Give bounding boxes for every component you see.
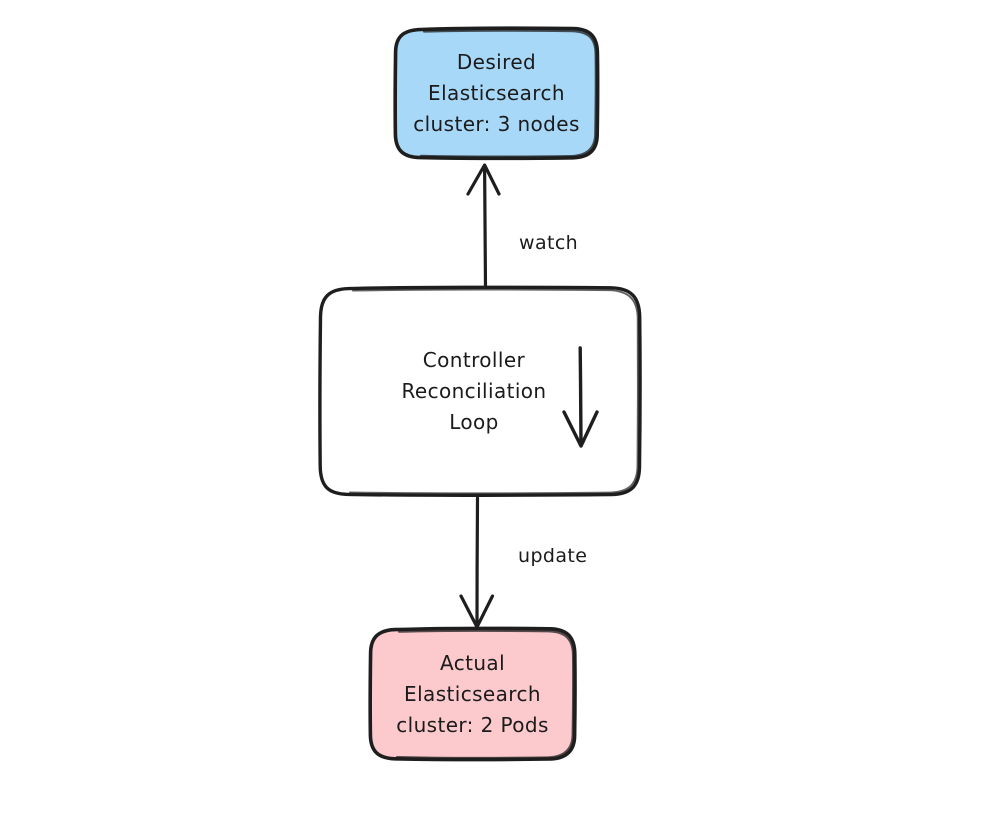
node-controller-loop-text-stack: Controller Reconciliation Loop (401, 345, 546, 438)
node-actual-state-line-1: Actual (439, 650, 506, 675)
edge-update-line (475, 496, 480, 627)
edge-update-arrowhead (459, 594, 495, 629)
edge-watch-label: watch (519, 232, 579, 254)
node-controller-loop-line-1: Controller (422, 347, 526, 372)
edge-watch-arrowhead (466, 163, 501, 196)
edge-update-arrow (459, 496, 495, 629)
edge-watch-arrow (466, 163, 501, 290)
node-controller-loop-line-3: Loop (449, 409, 499, 434)
node-actual-state-label: Actual Elasticsearch cluster: 2 Pods (370, 628, 575, 760)
edge-watch-line (483, 165, 488, 290)
node-desired-state-line-1: Desired (456, 49, 537, 74)
node-controller-loop-line-2: Reconciliation (401, 378, 547, 403)
node-actual-state-line-3: cluster: 2 Pods (396, 712, 549, 737)
node-actual-state-line-2: Elasticsearch (404, 681, 541, 706)
node-desired-state-label: Desired Elasticsearch cluster: 3 nodes (395, 28, 598, 158)
node-desired-state-line-3: cluster: 3 nodes (413, 111, 580, 136)
node-desired-state-line-2: Elasticsearch (428, 80, 565, 105)
node-controller-loop-label: Controller Reconciliation Loop (320, 287, 640, 495)
edge-update-label: update (518, 545, 588, 567)
